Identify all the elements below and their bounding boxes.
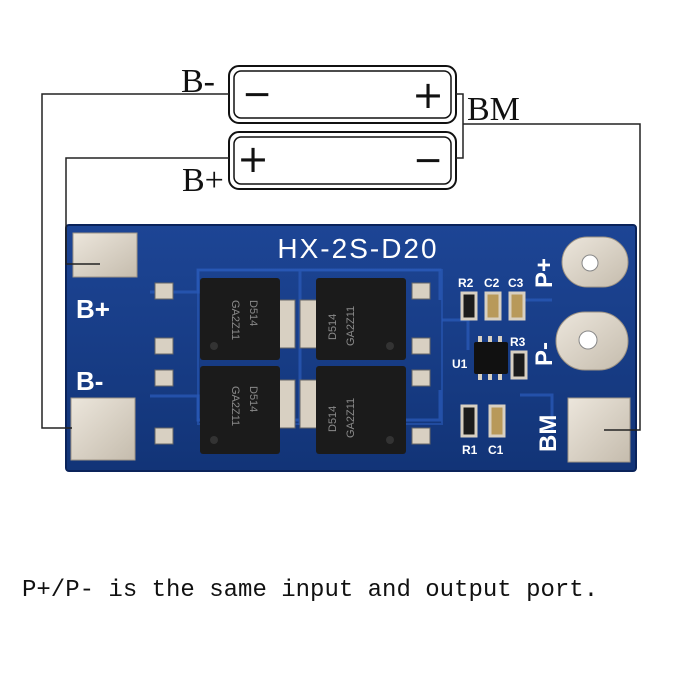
battery-bottom-left-sign: + — [237, 137, 269, 181]
battery-top-left-sign: − — [242, 74, 272, 115]
mosfet-q1-lot: GA2Z11 — [229, 300, 241, 340]
battery-top-right-sign: + — [412, 73, 444, 117]
ic-u1 — [474, 336, 508, 380]
caption: P+/P- is the same input and output port. — [22, 577, 599, 604]
pad-b-minus[interactable] — [70, 397, 136, 461]
wiring — [41, 93, 641, 431]
silk-u1: U1 — [452, 357, 468, 371]
capacitor-c2 — [484, 291, 502, 321]
battery-bottom-right-sign: − — [413, 140, 443, 181]
battery-top: − + — [228, 65, 457, 124]
label-b-plus: B+ — [182, 162, 224, 199]
mosfet-q2: D514 GA2Z11 — [299, 278, 431, 360]
pad-p-minus[interactable] — [555, 311, 629, 371]
silk-label-b-minus: B- — [76, 366, 103, 396]
silk-label-p-minus: P- — [531, 342, 558, 366]
silk-r3: R3 — [510, 335, 526, 349]
silk-r2: R2 — [458, 276, 474, 290]
pad-p-plus[interactable] — [561, 236, 629, 288]
board-title: HX-2S-D20 — [277, 233, 438, 264]
label-b-minus: B- — [181, 63, 215, 100]
capacitor-c1 — [488, 404, 506, 438]
mosfet-q4: D514 GA2Z11 — [299, 366, 431, 454]
silk-c3: C3 — [508, 276, 524, 290]
silk-label-bm: BM — [535, 415, 562, 452]
silk-r1: R1 — [462, 443, 478, 457]
pad-b-plus[interactable] — [72, 232, 138, 278]
mosfet-q4-lot: GA2Z11 — [345, 398, 357, 438]
silk-label-p-plus: P+ — [531, 258, 558, 288]
silk-c2: C2 — [484, 276, 500, 290]
silk-label-b-plus: B+ — [76, 294, 110, 324]
resistor-r1 — [460, 404, 478, 438]
battery-bottom: + − — [228, 131, 457, 190]
mosfet-q2-lot: GA2Z11 — [345, 306, 357, 346]
mosfet-q1-code: D514 — [247, 300, 259, 326]
mosfet-q3-code: D514 — [247, 386, 259, 412]
mosfet-q4-code: D514 — [327, 406, 339, 432]
silk-c1: C1 — [488, 443, 504, 457]
label-bm: BM — [467, 91, 520, 128]
mosfet-q3: D514 GA2Z11 — [154, 366, 296, 454]
mosfet-q1: D514 GA2Z11 — [154, 278, 296, 360]
capacitor-c3 — [508, 291, 526, 321]
mosfet-q2-code: D514 — [327, 314, 339, 340]
resistor-r3 — [510, 350, 528, 380]
mosfet-q3-lot: GA2Z11 — [229, 386, 241, 426]
resistor-r2 — [460, 291, 478, 321]
